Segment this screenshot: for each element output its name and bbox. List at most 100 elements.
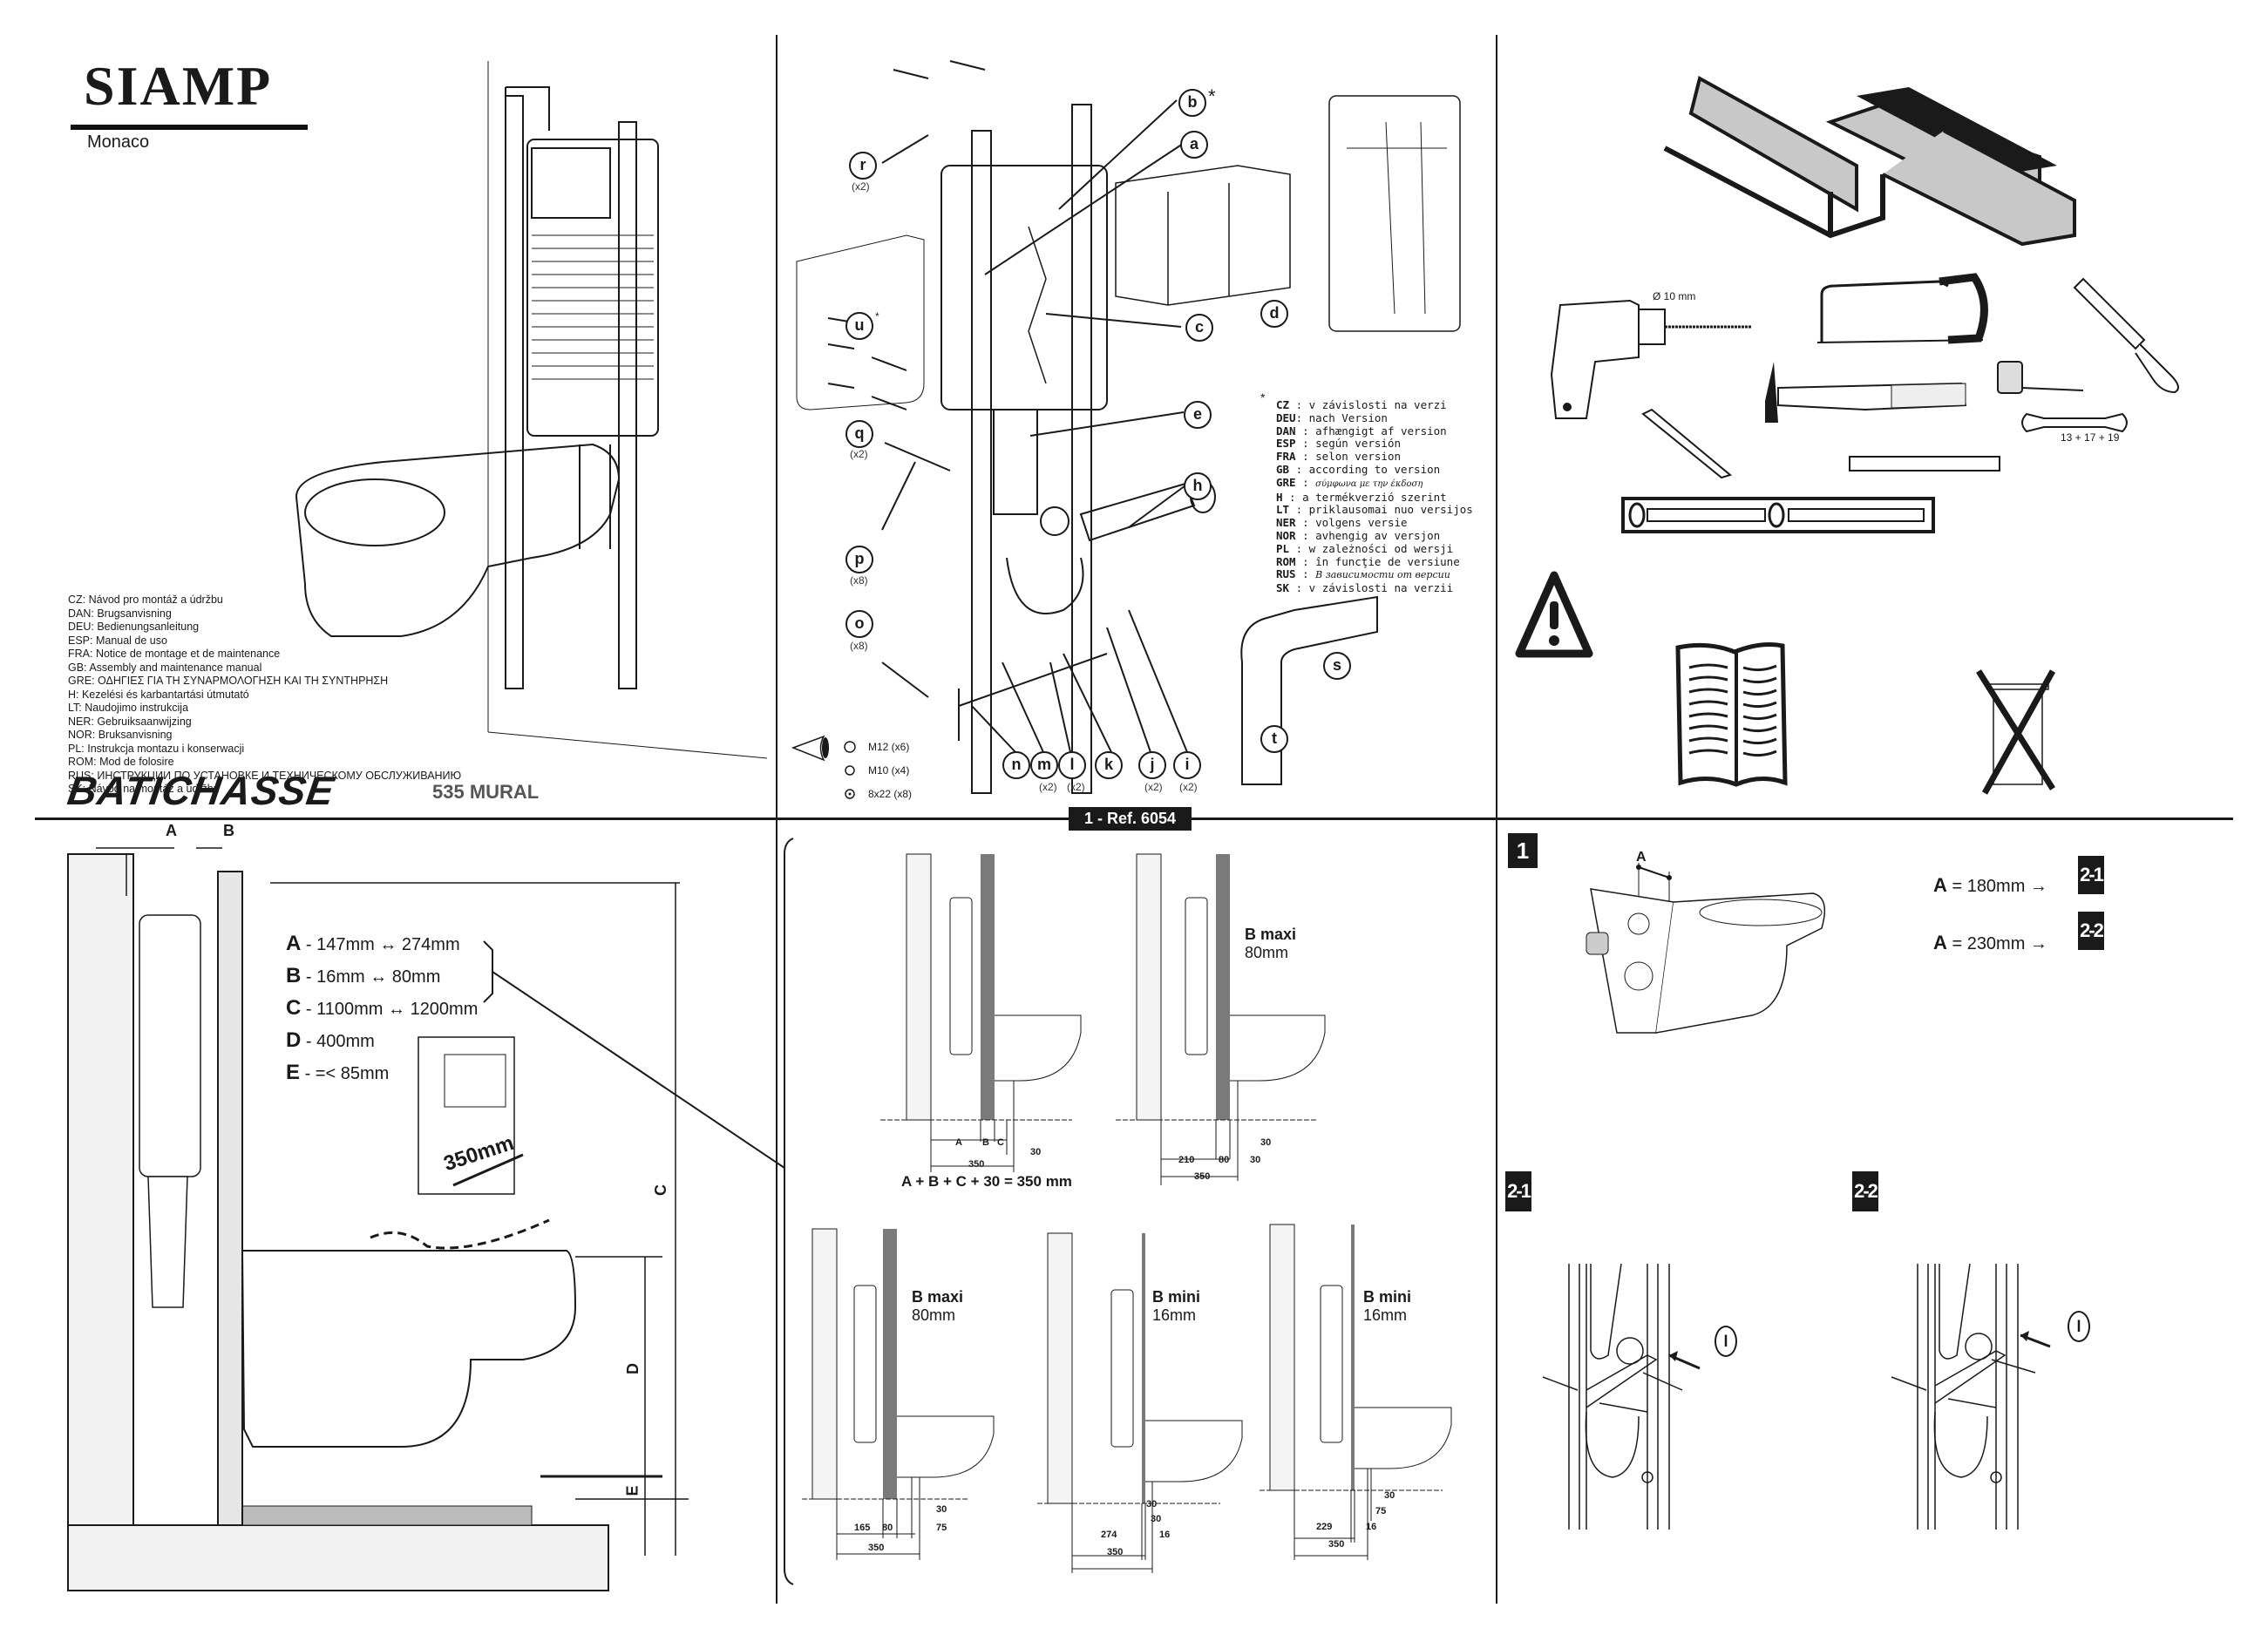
- dimension-item-b: B - 16mm ↔ 80mm: [286, 964, 441, 987]
- s2-title: B maxi: [1245, 926, 1297, 943]
- s4-num-gap2: 30: [1151, 1514, 1162, 1524]
- fastener-washer: 8x22 (x8): [868, 788, 913, 800]
- qty-r: (x2): [852, 180, 870, 193]
- s4-num-a: 274: [1101, 1530, 1117, 1540]
- cistern-ribs: [532, 234, 654, 380]
- frame-post: [1071, 104, 1092, 794]
- language-item: NER: Gebruiksaanwijzing: [68, 715, 192, 728]
- s1-label-c: C: [997, 1137, 1004, 1148]
- option-2-2-target: 2-2: [2078, 912, 2104, 950]
- asterisk-b: *: [1208, 85, 1216, 107]
- no-trash-icon: [1976, 669, 2056, 795]
- language-list: CZ: Návod pro montáž a údržbu DAN: Brugs…: [68, 594, 461, 797]
- wc-section: [241, 1250, 577, 1448]
- version-asterisk: *: [1260, 390, 1266, 404]
- ruler-bar-icon: [1849, 456, 2000, 472]
- hacksaw-icon: [1816, 273, 1988, 344]
- dimension-item-e: E - =< 85mm: [286, 1061, 390, 1084]
- callout-s: s: [1323, 652, 1351, 680]
- language-item: GB: Assembly and maintenance manual: [68, 661, 262, 674]
- screws: [827, 60, 1073, 741]
- callout-n: n: [1002, 751, 1030, 779]
- wc-bowl-illustration: [1586, 863, 1826, 1034]
- dim-label-b-top: B: [223, 822, 234, 839]
- s4-num-b: 16: [1159, 1530, 1171, 1540]
- callout-o: o: [845, 610, 873, 638]
- step-2-1-detail: [1542, 1263, 1701, 1530]
- s5-num-total: 350: [1328, 1539, 1345, 1550]
- cistern-cutaway: [1328, 95, 1461, 332]
- product-model: 535 MURAL: [432, 781, 540, 803]
- drain-pipe: [579, 444, 611, 549]
- product-name: BATICHASSE: [65, 768, 338, 813]
- language-item: CZ: Návod pro montáž a údržbu: [68, 594, 223, 606]
- callout-j: j: [1138, 751, 1166, 779]
- language-item: ROM: Mod de folosire: [68, 756, 174, 768]
- callout-m: m: [1030, 751, 1058, 779]
- version-note: CZ : v závislosti na verzi DEU: nach Ver…: [1276, 398, 1473, 595]
- logo-subtitle: Monaco: [87, 132, 150, 152]
- qty-p: (x8): [850, 574, 868, 587]
- concrete-wall: [67, 853, 134, 1561]
- language-item: DAN: Brugsanvisning: [68, 607, 172, 620]
- callout-l: l: [1058, 751, 1086, 779]
- qty-m: (x2): [1039, 781, 1057, 793]
- s4-title: B mini: [1152, 1288, 1201, 1306]
- section-variant-5: [1260, 1224, 1452, 1560]
- wrench-sizes: 13 + 17 + 19: [2061, 431, 2120, 444]
- qty-o: (x8): [850, 640, 868, 652]
- callout-p: p: [845, 546, 873, 573]
- s1-gap: 30: [1030, 1147, 1042, 1157]
- frame-right-post: [618, 121, 637, 689]
- callout-k: k: [1095, 751, 1123, 779]
- callout-t: t: [1260, 725, 1288, 753]
- version-row: FRA : selon version: [1276, 450, 1401, 464]
- false-wall: [217, 871, 243, 1526]
- fastener-m12: M12 (x6): [868, 741, 910, 753]
- dim-label-a-top: A: [166, 822, 177, 839]
- version-row: GB : according to version: [1276, 462, 1441, 476]
- reference-badge: 1 - Ref. 6054: [1069, 807, 1192, 831]
- nut-icon: [844, 741, 856, 753]
- callout-h: h: [1184, 472, 1212, 500]
- cistern-section: [139, 914, 201, 1177]
- s1-formula: A + B + C + 30 = 350 mm: [901, 1173, 1072, 1190]
- section-variant-1: [880, 853, 1082, 1172]
- version-row: H : a termékverzió szerint: [1276, 490, 1447, 504]
- screed: [217, 1505, 533, 1526]
- version-row: SK : v závislosti na verzii: [1276, 581, 1454, 595]
- dimension-item-c: C - 1100mm ↔ 1200mm: [286, 996, 479, 1020]
- side-cover: [796, 234, 925, 410]
- s3-num-b: 80: [882, 1523, 893, 1533]
- section-variant-3: [802, 1228, 995, 1560]
- cistern: [940, 165, 1108, 410]
- nut-icon: [845, 765, 855, 776]
- option-2-1: A = 180mm →: [1933, 874, 2047, 896]
- washer-icon: [845, 789, 855, 799]
- s1-total: 350: [968, 1159, 985, 1170]
- s5-num-gap1: 30: [1384, 1490, 1395, 1501]
- pointer-line: [492, 971, 785, 1169]
- s3-num-a: 165: [854, 1523, 871, 1533]
- language-item: NOR: Bruksanvisning: [68, 729, 173, 741]
- s2-num-total: 350: [1194, 1171, 1211, 1182]
- s5-value: 16mm: [1363, 1306, 1408, 1324]
- s5-num-a: 229: [1316, 1522, 1333, 1532]
- bracket: [483, 940, 493, 1003]
- s4-value: 16mm: [1152, 1306, 1197, 1324]
- version-row: LT : priklausomai nuo versijos: [1276, 503, 1473, 517]
- language-item: RUS: ИНСТРУКЦИИ ПО УСТАНОВКЕ И ТЕХНИЧЕСК…: [68, 769, 462, 782]
- frame-left-post: [505, 95, 524, 689]
- step-2-2-badge: 2-2: [1852, 1171, 1878, 1211]
- version-row: NER : volgens versie: [1276, 516, 1408, 530]
- language-item: H: Kezelési és karbantartási útmutató: [68, 688, 249, 701]
- frame-box: [1115, 165, 1291, 306]
- qty-l: (x2): [1067, 781, 1085, 793]
- dimension-list: A - 147mm ↔ 274mm B - 16mm ↔ 80mm C - 11…: [286, 928, 478, 1089]
- dimension-item-a: A - 147mm ↔ 274mm: [286, 932, 460, 955]
- step-2-1-callout: l: [1715, 1326, 1737, 1357]
- elbow-pipe: [1240, 595, 1378, 785]
- qty-q: (x2): [850, 448, 868, 460]
- callout-u: u: [845, 312, 873, 340]
- s1-label-b: B: [982, 1137, 989, 1148]
